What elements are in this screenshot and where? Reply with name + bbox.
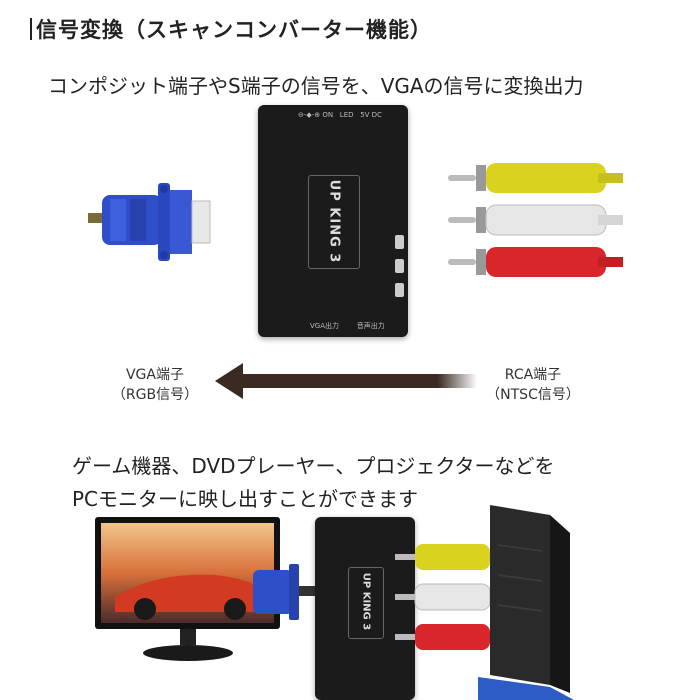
vga-label: VGA端子 （RGB信号） [100,365,210,405]
usage-line1: ゲーム機器、DVDプレーヤー、プロジェクターなどを [72,454,555,478]
device-name: UP KING 3 [326,179,342,264]
rca-label-line1: RCA端子 [504,367,562,383]
section-title: 信号変換（スキャンコンバーター機能） [36,18,432,42]
usage-line2: PCモニターに映し出すことができます [72,487,419,511]
red-rca-plug [448,247,623,277]
white-rca-plug [448,204,623,236]
vga-plug-image [253,564,315,620]
conversion-diagram: ⊖-◆-⊕ ON LED 5V DC UP KING 3 VGA出力 音声出力 [0,95,700,415]
device-bottom-labels: VGA出力 音声出力 [310,322,385,330]
device-name-plate: UP KING 3 [308,175,360,269]
device-top-labels: ⊖-◆-⊕ ON LED 5V DC [298,111,382,119]
converter-device-small: UP KING 3 [315,517,415,700]
rca-label: RCA端子 （NTSC信号） [478,365,588,405]
usage-text: ゲーム機器、DVDプレーヤー、プロジェクターなどを PCモニターに映し出すことが… [72,450,555,516]
vga-label-line1: VGA端子 [125,367,184,383]
rca-plugs-image [448,163,623,277]
device-small-name: UP KING 3 [360,572,372,631]
usage-scene: UP KING 3 [0,505,700,700]
heading-bar [30,18,32,40]
pc-monitor-image [95,517,280,661]
converter-device: ⊖-◆-⊕ ON LED 5V DC UP KING 3 VGA出力 音声出力 [258,105,408,337]
game-console-image [478,505,574,700]
device-small-plate: UP KING 3 [348,567,384,639]
yellow-rca-plug [448,163,623,193]
rca-plugs-small-image [395,544,491,650]
rca-label-line2: （NTSC信号） [486,387,580,403]
vga-connector-image [88,183,211,261]
device-rca-ports [395,235,405,315]
intro-text: コンポジット端子やS端子の信号を、VGAの信号に変換出力 [48,74,584,98]
vga-label-line2: （RGB信号） [111,387,199,403]
signal-arrow [215,363,477,399]
